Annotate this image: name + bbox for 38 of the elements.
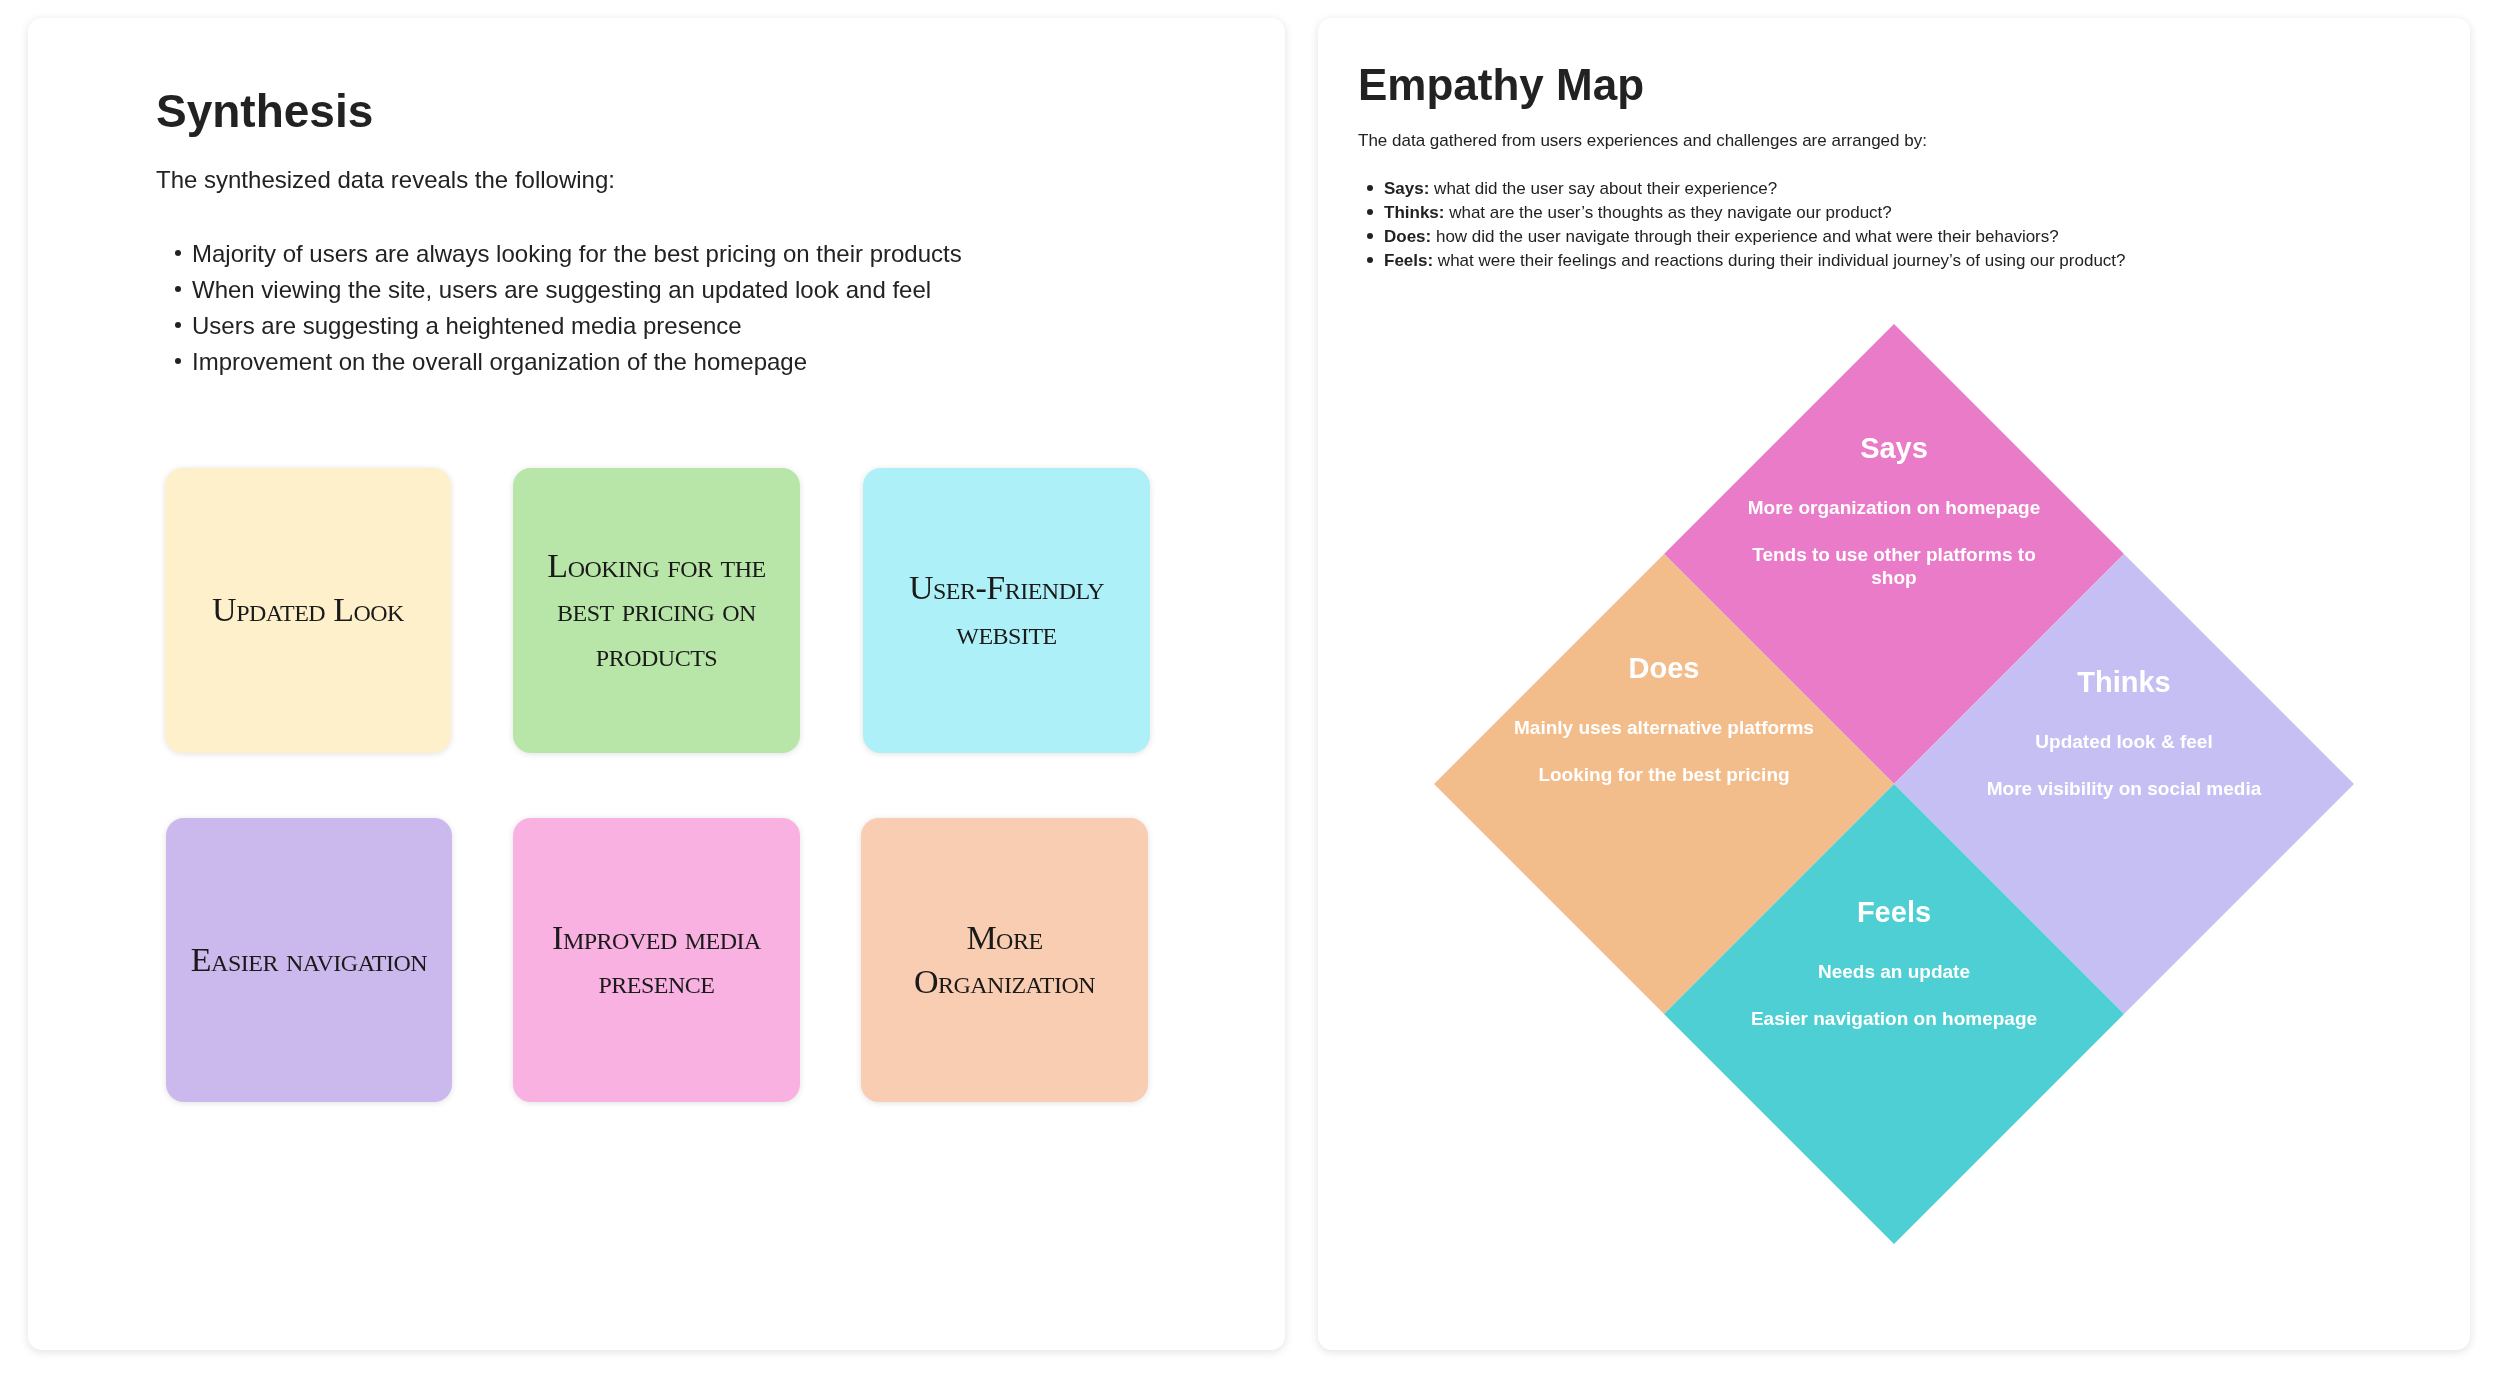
intro-text: The synthesized data reveals the following: [156, 166, 615, 194]
quadrant-item: Mainly uses alternative platforms [1513, 717, 1815, 740]
quadrant-item: More visibility on social media [1985, 777, 2263, 801]
sticky-note [861, 818, 1148, 1102]
quadrant-heading: Thinks [2076, 666, 2172, 699]
quadrant-heading: Says [1859, 432, 1929, 465]
note-text: More Organization [912, 917, 1097, 1002]
bullet-item: Improvement on the overall organization of the homepage [192, 348, 808, 376]
bullet-item: Feels: what were their feelings and reactions during their individual journey’s of using our product? [1384, 251, 2126, 271]
quadrant-heading: Does [1627, 652, 1701, 685]
quadrant-item: Updated look & feel [2034, 731, 2214, 754]
note-text: Looking for the best pricing on products [546, 546, 767, 675]
bullet-item: Says: what did the user say about their experience? [1384, 179, 1778, 199]
bullet-item: Majority of users are always looking for the best pricing on their products [192, 240, 962, 268]
bullet-item: When viewing the site, users are suggesting an updated look and feel [192, 276, 932, 304]
heading: Empathy Map [1358, 60, 1645, 110]
quadrant-item: Tends to use other platforms to shop [1751, 543, 2037, 590]
bullet-item: Thinks: what are the user’s thoughts as they navigate our product? [1384, 203, 1892, 223]
sticky-note [513, 468, 800, 753]
heading: Synthesis [156, 84, 374, 138]
note-text: Improved media presence [551, 917, 762, 1002]
note-text: Updated Look [211, 590, 405, 631]
quadrant-item: Needs an update [1816, 961, 1971, 984]
intro-text: The data gathered from users experiences and challenges are arranged by: [1358, 131, 1927, 151]
panel-card [28, 18, 1285, 1350]
sticky-note [165, 468, 451, 753]
sticky-note [166, 818, 452, 1102]
quadrant-item: Looking for the best pricing [1537, 763, 1791, 787]
bullet-item: Users are suggesting a heightened media presence [192, 312, 742, 340]
sticky-note [863, 468, 1150, 753]
bullet-item: Does: how did the user navigate through their experience and what were their behaviors? [1384, 227, 2059, 247]
note-text: Easier navigation [189, 939, 429, 980]
quadrant-item: More organization on homepage [1746, 497, 2042, 520]
note-text: User-Friendly website [907, 568, 1106, 653]
sticky-note [513, 818, 800, 1102]
quadrant-item: Easier navigation on homepage [1749, 1007, 2039, 1031]
quadrant-heading: Feels [1855, 896, 1933, 929]
panel-card [1318, 18, 2470, 1350]
